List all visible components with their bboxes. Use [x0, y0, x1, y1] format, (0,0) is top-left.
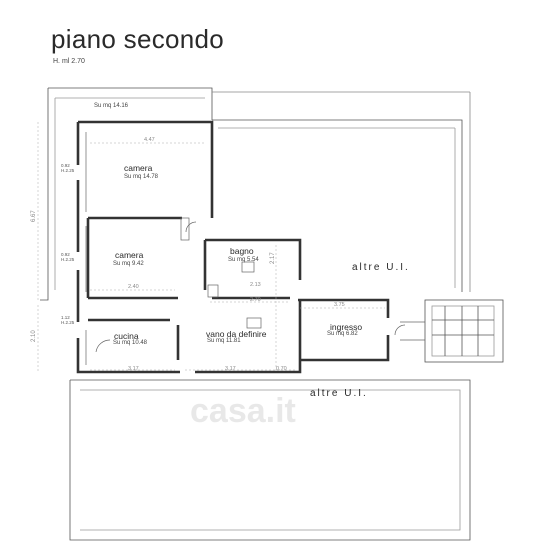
dim-cucina-width: 3.17 [128, 366, 139, 372]
vano-label: vano da definire [206, 329, 267, 339]
dim-vano-bottom: 3.17 [225, 366, 236, 372]
bagno-label: bagno [230, 246, 254, 256]
camera2-label: camera [115, 250, 144, 260]
dim-vano-width: 2.70 [250, 297, 261, 303]
camera2-area: Su mq 9.42 [113, 261, 144, 267]
dim-bagno-width: 2.13 [250, 282, 261, 288]
dim-overall-height-upper: 6.67 [31, 210, 37, 222]
ceiling-height-note: H. ml 2.70 [53, 58, 85, 65]
other-units-label-upper: altre U.I. [352, 262, 410, 273]
camera1-label: camera [124, 163, 153, 173]
camera1-area: Su mq 14.78 [124, 174, 159, 180]
bagno-area: Su mq 5.54 [228, 257, 259, 263]
balcony-area: Su mq 14.16 [94, 103, 129, 109]
other-units-label-lower: altre U.I. [310, 388, 368, 399]
dim-camera2-width: 2.40 [128, 284, 139, 290]
cucina-area: Su mq 10.48 [113, 340, 148, 346]
cucina-label: cucina [114, 331, 139, 341]
dim-hall-height: 2.17 [270, 252, 276, 264]
dim-ingresso-width: 3.75 [334, 302, 345, 308]
ingresso-label: ingresso [330, 322, 363, 332]
watermark-logo: casa.it [190, 392, 296, 430]
dim-top-width: 4.47 [144, 137, 155, 143]
vano-area: Su mq 11.81 [207, 338, 241, 344]
page-title: piano secondo [51, 24, 225, 54]
dim-overall-height-lower: 2.10 [31, 330, 37, 342]
ingresso-area: Su mq 6.82 [327, 331, 358, 337]
dim-ingresso-bottom: 0.70 [276, 366, 287, 372]
